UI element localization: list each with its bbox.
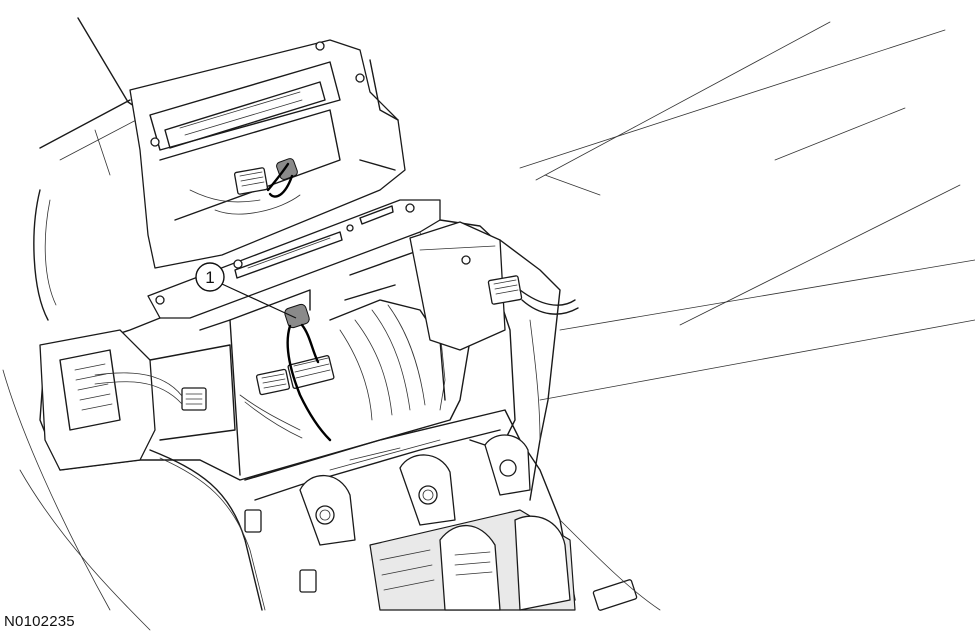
dash-upper-left (2, 17, 156, 631)
callout-1: 1 (195, 262, 297, 319)
left-bezel (39, 329, 236, 471)
right-module (409, 221, 579, 501)
figure-id: N0102235 (4, 613, 75, 630)
windshield-lines (519, 21, 975, 401)
lower-console (149, 409, 661, 611)
callout-1-label: 1 (205, 268, 214, 287)
center-harness-connectors (239, 303, 335, 442)
upper-pocket-bracket (129, 39, 406, 269)
callout-1-circle (195, 262, 225, 292)
upper-harness-connector (233, 158, 298, 198)
